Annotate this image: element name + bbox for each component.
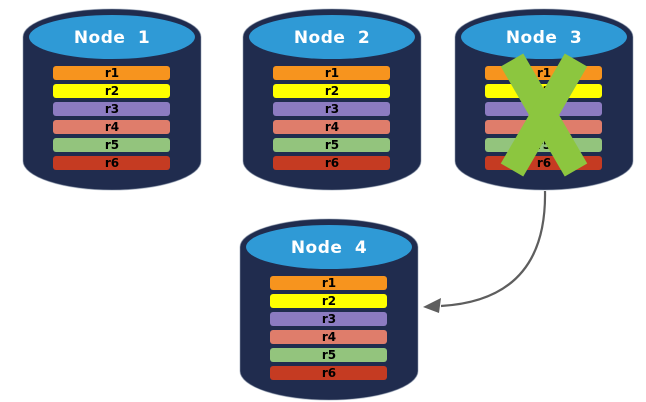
record-bar-r5 — [273, 138, 390, 152]
record-label-r6: r6 — [322, 366, 336, 380]
record-bar-r5 — [53, 138, 170, 152]
record-label-r3: r3 — [105, 102, 119, 116]
cross-stroke — [500, 53, 588, 177]
record-bar-r5 — [270, 348, 387, 362]
record-label-r4: r4 — [105, 120, 119, 134]
record-bar-r3 — [53, 102, 170, 116]
cylinder-top — [246, 225, 412, 269]
record-bar-r3 — [273, 102, 390, 116]
record-label-r5: r5 — [322, 348, 336, 362]
node-2: Node 2 r1 r2 r3 r4 r5 r6 — [242, 8, 422, 191]
node-title: Node 3 — [506, 28, 582, 48]
record-bar-r1 — [273, 66, 390, 80]
record-bar-r6 — [273, 156, 390, 170]
record-bar-r2 — [53, 84, 170, 98]
record-bar-r1 — [53, 66, 170, 80]
node-title: Node 4 — [291, 238, 367, 258]
cylinder-top — [29, 15, 195, 59]
record-bar-r3 — [270, 312, 387, 326]
record-label-r1: r1 — [105, 66, 119, 80]
record-bar-r1 — [270, 276, 387, 290]
record-label-r2: r2 — [105, 84, 119, 98]
node-4: Node 4 r1 r2 r3 r4 r5 r6 — [239, 218, 419, 401]
record-bar-r2 — [273, 84, 390, 98]
record-label-r1: r1 — [325, 66, 339, 80]
node-1: Node 1 r1 r2 r3 r4 r5 r6 — [22, 8, 202, 191]
record-label-r5: r5 — [105, 138, 119, 152]
record-label-r6: r6 — [537, 156, 551, 170]
cylinder-top — [461, 15, 627, 59]
record-label-r6: r6 — [105, 156, 119, 170]
cylinder-top — [249, 15, 415, 59]
record-bar-r4 — [53, 120, 170, 134]
node-title: Node 2 — [294, 28, 370, 48]
record-label-r5: r5 — [325, 138, 339, 152]
record-label-r1: r1 — [322, 276, 336, 290]
record-bar-r6 — [270, 366, 387, 380]
arrow-head-icon — [423, 298, 441, 313]
record-label-r6: r6 — [325, 156, 339, 170]
node-title: Node 1 — [74, 28, 150, 48]
record-bar-r2 — [270, 294, 387, 308]
record-bar-r6 — [53, 156, 170, 170]
record-label-r2: r2 — [322, 294, 336, 308]
record-label-r4: r4 — [325, 120, 339, 134]
record-label-r1: r1 — [537, 66, 551, 80]
arrow-curve — [440, 190, 547, 308]
record-label-r2: r2 — [325, 84, 339, 98]
record-label-r3: r3 — [325, 102, 339, 116]
record-bar-r4 — [270, 330, 387, 344]
node-3: Node 3 r1 r2 r3 r4 r5 r6 — [454, 8, 634, 191]
record-label-r3: r3 — [322, 312, 336, 326]
failure-cross-icon — [500, 53, 588, 177]
record-label-r4: r4 — [322, 330, 336, 344]
record-bar-r4 — [273, 120, 390, 134]
